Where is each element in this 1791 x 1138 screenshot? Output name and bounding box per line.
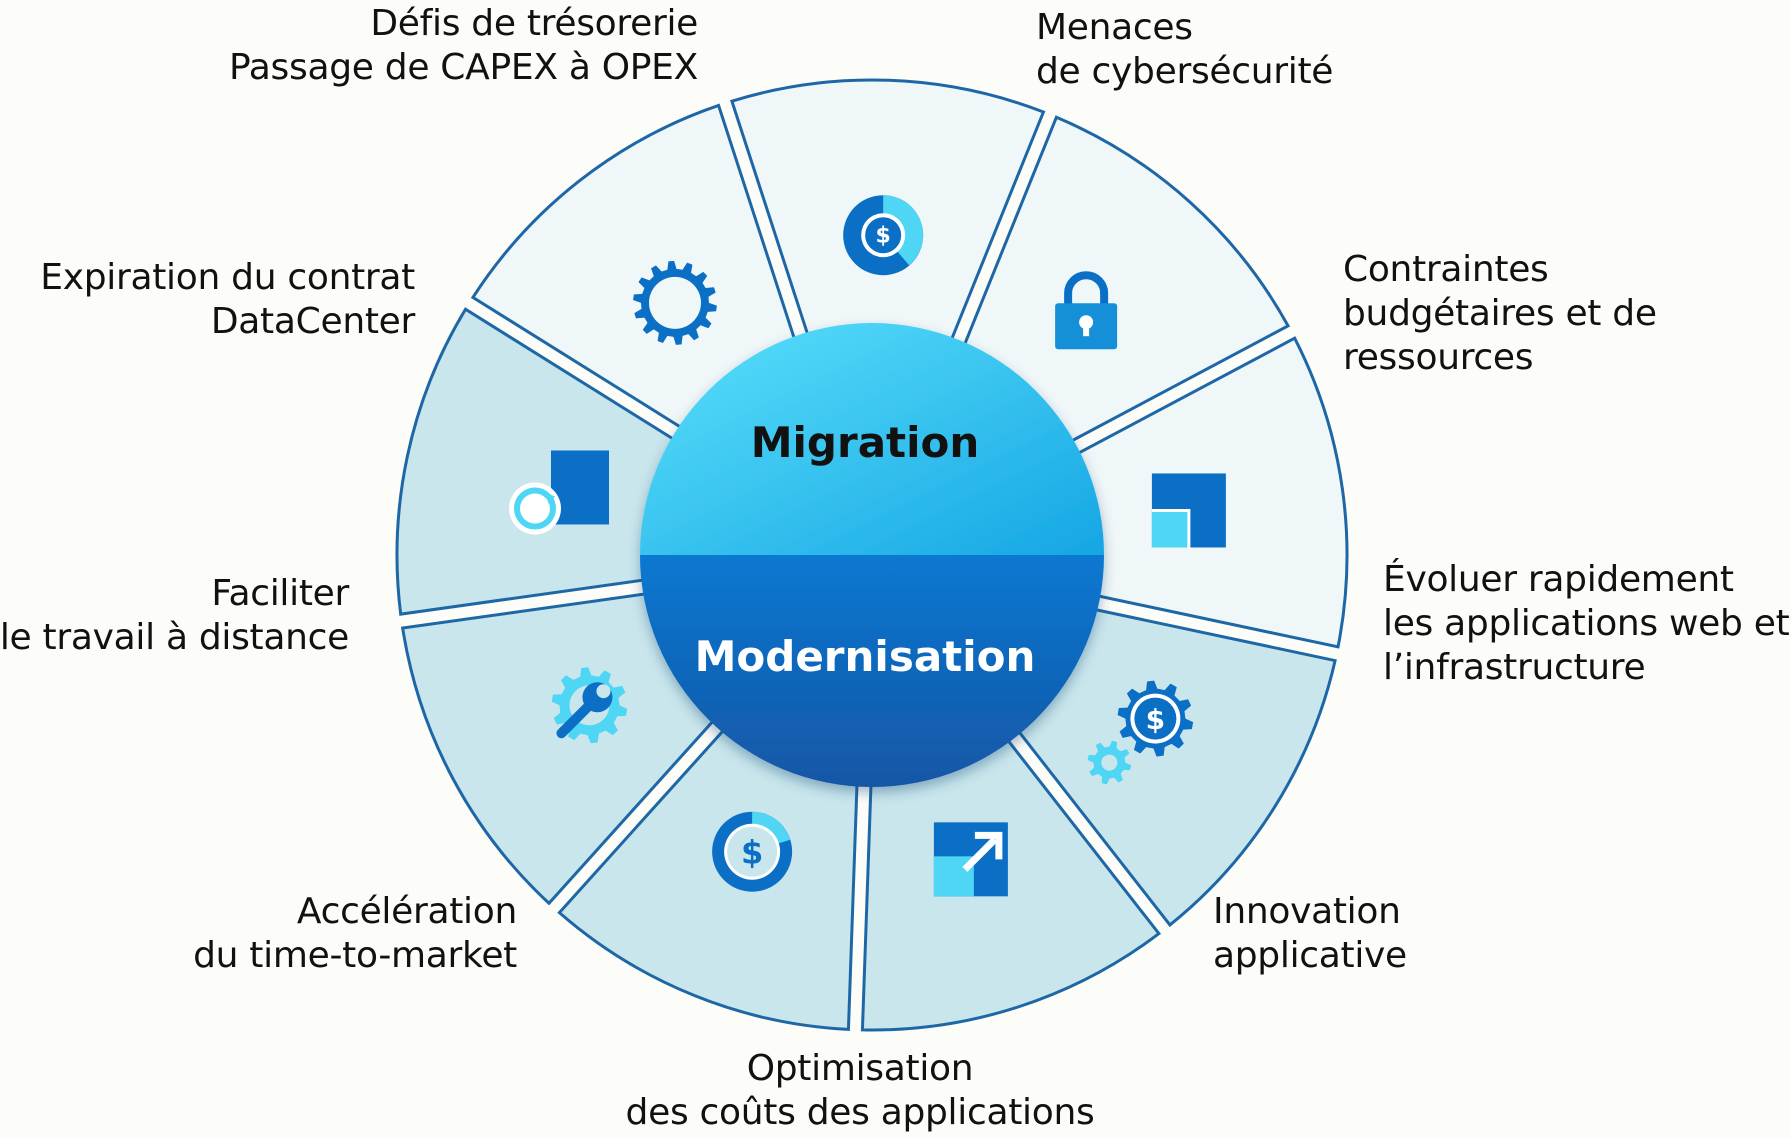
lock-icon: [1055, 271, 1118, 350]
dollar-sign-icon: $: [1146, 703, 1165, 736]
gear-ring-icon: [633, 260, 717, 345]
hub-top-half: [640, 323, 1104, 555]
dollar-circle-icon: $: [712, 811, 793, 892]
expand-arrow-icon: [933, 822, 1008, 897]
dollar-gears-icon: $: [1087, 680, 1194, 785]
dollar-sign-icon: $: [741, 834, 763, 872]
hub-migration-label: Migration: [750, 418, 980, 467]
remote-refresh-icon: [508, 450, 609, 535]
dollar-donut-icon: $: [843, 195, 924, 276]
resize-squares-icon: [1151, 473, 1226, 548]
dollar-sign-icon: $: [876, 224, 891, 249]
hub-modernisation-label: Modernisation: [694, 632, 1036, 681]
gear-wrench-icon: [551, 667, 628, 744]
hub-circle: [640, 323, 1104, 787]
hub-bottom-half: [640, 555, 1104, 787]
